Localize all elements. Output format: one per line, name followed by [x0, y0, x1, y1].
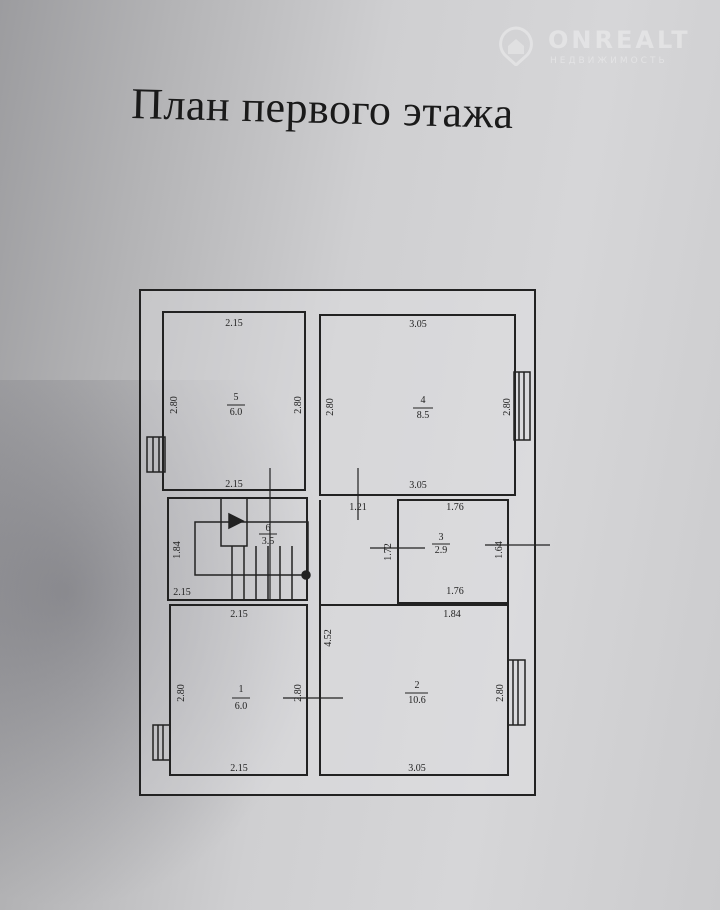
dim: 1.76: [446, 502, 464, 513]
dim: 1.64: [494, 541, 505, 559]
dim: 3.05: [408, 763, 426, 774]
dim: 2.80: [176, 684, 187, 702]
room-4-area: 8.5: [417, 410, 430, 421]
room-6-area: 3.5: [262, 536, 275, 547]
room-5: [162, 311, 306, 491]
stairs: [194, 497, 311, 600]
room-2-number: 2: [415, 680, 420, 691]
house-pin-icon: [499, 26, 533, 66]
watermark-sub: НЕДВИЖИМОСТЬ: [550, 56, 668, 66]
dim: 2.80: [293, 396, 304, 414]
room-6-number: 6: [266, 523, 271, 534]
stair-arrow-icon: [228, 512, 245, 530]
area-fraction-lines: [227, 404, 450, 699]
dim: 2.15: [225, 318, 243, 329]
dim: 2.80: [325, 398, 336, 416]
hall-length: 4.52: [323, 629, 334, 647]
room-4-number: 4: [421, 395, 426, 406]
watermark-name: ONREALT: [548, 26, 691, 54]
room-1-number: 1: [239, 684, 244, 695]
dim: 1.84: [172, 541, 183, 559]
dim: 2.15: [230, 763, 248, 774]
room-5-area: 6.0: [230, 407, 243, 418]
room-3-number: 3: [439, 532, 444, 543]
room-3: [397, 499, 509, 604]
dim: 2.80: [293, 684, 304, 702]
room-4: [319, 314, 516, 496]
dim: 2.80: [502, 398, 513, 416]
room-1-area: 6.0: [235, 701, 248, 712]
dim: 1.84: [443, 609, 461, 620]
dim: 2.15: [225, 479, 243, 490]
dim: 1.72: [383, 543, 394, 561]
windows: [146, 371, 531, 761]
outer-wall: [139, 289, 536, 796]
room-2-area: 10.6: [408, 695, 426, 706]
dim: 2.15: [173, 587, 191, 598]
hall-width: 1.21: [349, 502, 367, 513]
room-3-area: 2.9: [435, 545, 448, 556]
dim: 3.05: [409, 480, 427, 491]
room-1: [169, 604, 308, 776]
dim: 3.05: [409, 319, 427, 330]
dim: 1.76: [446, 586, 464, 597]
room-5-number: 5: [234, 392, 239, 403]
dim: 2.15: [230, 609, 248, 620]
dim: 2.80: [169, 396, 180, 414]
dim: 2.80: [495, 684, 506, 702]
